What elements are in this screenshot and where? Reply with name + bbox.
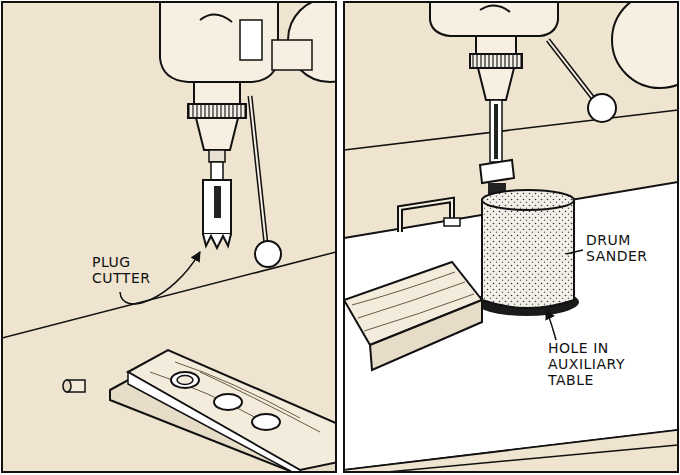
head-detail (480, 5, 510, 12)
chuck-jaws (209, 150, 225, 162)
sander-arbor (490, 100, 502, 162)
feed-lever-hl (548, 40, 596, 102)
clamp-pad (444, 218, 460, 226)
plug-end (63, 380, 71, 392)
drill-head (430, 2, 558, 36)
wood-board (128, 350, 336, 470)
left-panel (2, 2, 336, 472)
panel-border (2, 2, 336, 472)
feed-lever (250, 96, 266, 244)
head-plate (240, 20, 262, 60)
plug-cutter (203, 180, 231, 234)
plug-core (177, 376, 193, 385)
table-edge (2, 252, 336, 338)
cutter-shank (211, 162, 223, 180)
callout-label: PLUG CUTTER (92, 254, 164, 286)
chuck-knurl (470, 54, 522, 68)
head-detail (200, 14, 232, 22)
clamp-hl (400, 200, 452, 232)
board-edge (128, 372, 300, 472)
cutter-slot (214, 186, 221, 218)
drum-sander (482, 200, 574, 308)
right-panel (344, 2, 678, 472)
leader-line (546, 310, 556, 340)
plug-hole (252, 414, 280, 430)
auxiliary-table (344, 182, 678, 470)
feed-wheel (612, 2, 678, 88)
panel-border (344, 2, 678, 472)
lever-knob (255, 241, 281, 267)
table-front-edge (344, 430, 678, 472)
chuck-body (194, 82, 240, 104)
chuck-nose (478, 68, 514, 100)
drum-top (482, 190, 574, 210)
clamp (400, 200, 452, 232)
cutter-teeth (203, 234, 231, 248)
lever-knob (588, 94, 616, 122)
table-edge (344, 110, 678, 150)
leader-line (566, 250, 583, 254)
arbor-nut (480, 160, 514, 183)
wood-grain (352, 272, 474, 331)
feed-lever-hl (250, 96, 266, 244)
wood-grain (150, 362, 320, 432)
chuck-body (476, 36, 516, 54)
drill-head (160, 2, 278, 82)
chuck-nose (196, 118, 238, 150)
plug-hole (214, 394, 242, 410)
arbor-shade (494, 104, 498, 159)
hub (272, 40, 312, 70)
plug-hole (171, 372, 199, 388)
chuck-knurl (188, 104, 246, 118)
workpiece-face (370, 300, 482, 370)
feed-lever (548, 40, 596, 102)
callout-label: HOLE IN AUXILIARY TABLE (548, 340, 652, 388)
callout-label: DRUM SANDER (586, 232, 666, 264)
